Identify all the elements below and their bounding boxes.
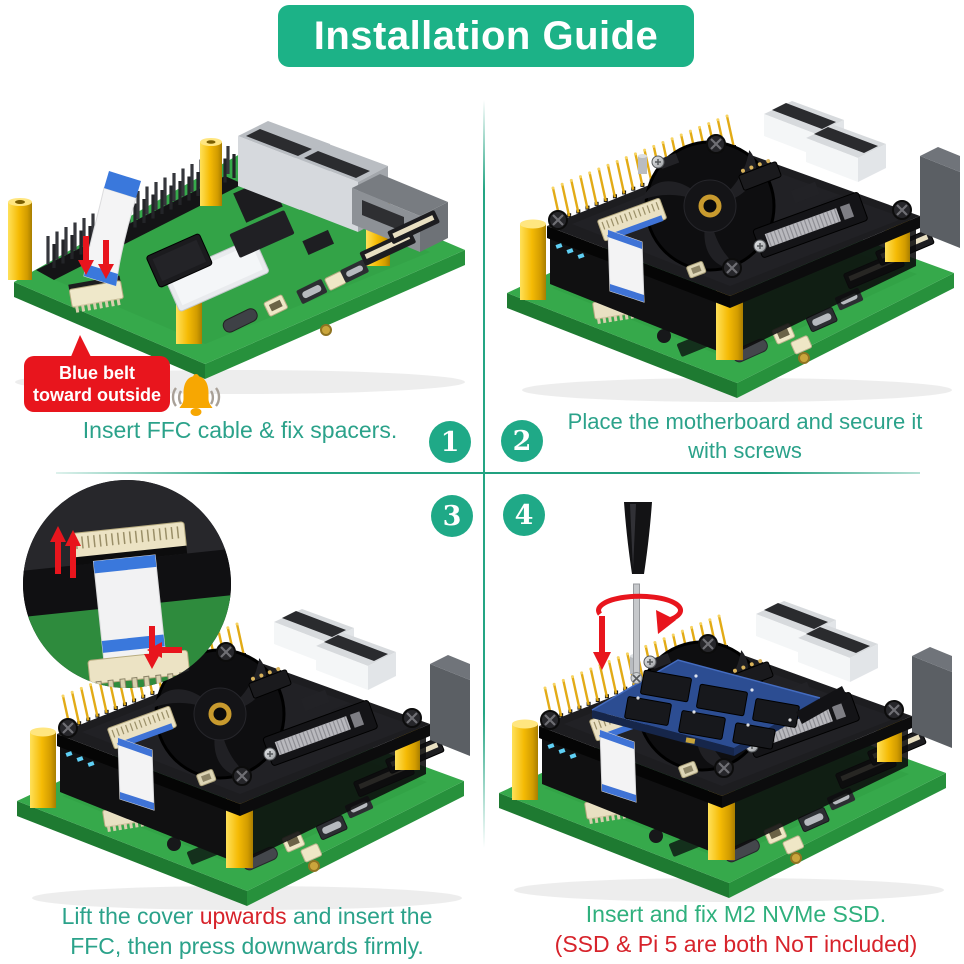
- step4-number: 4: [514, 499, 534, 531]
- step4-badge: 4: [503, 494, 545, 536]
- vertical-divider: [483, 100, 485, 848]
- nvme-ssd: [591, 659, 848, 756]
- step4-photo: [490, 498, 964, 920]
- step1-caption: Insert FFC cable & fix spacers.: [40, 416, 440, 446]
- horizontal-divider: [56, 472, 920, 474]
- step3-caption-post: and insert the: [286, 903, 433, 929]
- step3-caption-line2: FFC, then press downwards firmly.: [70, 932, 424, 959]
- step3-number: 3: [442, 500, 462, 532]
- down-arrow-icon: [78, 236, 114, 279]
- step2-photo: [492, 94, 964, 402]
- raspberry-pi-board: [8, 121, 465, 394]
- step2-caption: Place the motherboard and secure it with…: [535, 408, 955, 465]
- step1-number: 1: [440, 426, 460, 458]
- step2-badge: 2: [501, 420, 543, 462]
- step3-photo: [0, 478, 482, 910]
- step2-caption-line1: Place the motherboard and secure it: [567, 409, 923, 434]
- step1-caption-text: Insert FFC cable & fix spacers.: [82, 417, 398, 443]
- step4-caption-line2: (SSD & Pi 5 are both NoT included): [554, 930, 918, 957]
- step1-photo: [0, 92, 480, 404]
- step3-badge: 3: [431, 495, 473, 537]
- callout-line2: toward outside: [32, 385, 161, 405]
- step2-number: 2: [512, 425, 532, 457]
- step3-caption-pre: Lift the cover: [61, 903, 200, 929]
- warning-callout: Blue belt toward outside: [24, 335, 170, 412]
- step3-caption-highlight: upwards: [199, 903, 287, 929]
- step2-caption-line2: with screws: [688, 437, 802, 463]
- step1-badge: 1: [429, 421, 471, 463]
- screwdriver-icon: [624, 502, 652, 684]
- rotate-arrow-icon: [596, 593, 683, 634]
- step4-caption: Insert and fix M2 NVMe SSD. (SSD & Pi 5 …: [512, 900, 960, 960]
- bell-icon: [171, 374, 221, 416]
- down-arrow-icon: [144, 626, 182, 669]
- callout-line1: Blue belt: [58, 362, 135, 383]
- page-title: Installation Guide: [313, 13, 659, 58]
- step3-caption: Lift the cover upwards and insert the FF…: [16, 902, 478, 962]
- step4-caption-line1: Insert and fix M2 NVMe SSD.: [585, 901, 887, 927]
- ffc-cable: [83, 171, 141, 287]
- up-arrow-icon: [50, 526, 81, 578]
- down-arrow-icon: [593, 616, 611, 670]
- header-banner: Installation Guide: [278, 5, 694, 67]
